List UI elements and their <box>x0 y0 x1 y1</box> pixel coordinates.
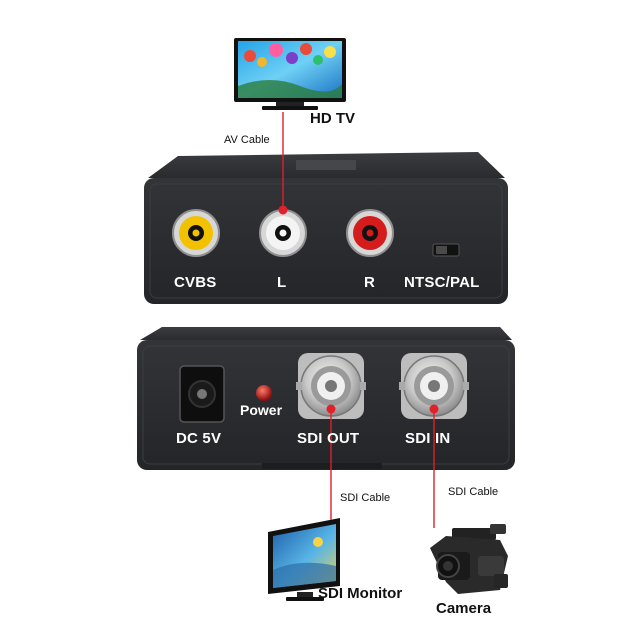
rca-jack-icon <box>346 209 394 257</box>
camera-label: Camera <box>436 600 492 617</box>
sdi-camera-cable-label: SDI Cable <box>448 486 499 498</box>
ntsc-pal-label: NTSC/PAL <box>404 274 480 291</box>
sdi-out-cable-line <box>326 404 336 520</box>
bnc-connector-icon <box>296 353 366 419</box>
dc-jack-icon <box>179 365 225 423</box>
tv-icon <box>234 38 346 110</box>
av-cable-label: AV Cable <box>224 134 270 146</box>
left-channel-label: L <box>277 274 287 291</box>
rca-jack-icon <box>259 209 307 257</box>
power-led-icon <box>256 385 272 401</box>
sdi-out-label: SDI OUT <box>297 430 360 447</box>
slide-switch-icon[interactable] <box>432 243 460 257</box>
dc-5v-label: DC 5V <box>176 430 222 447</box>
camera-icon <box>430 524 508 594</box>
sdi-monitor-label: SDI Monitor <box>318 585 403 602</box>
rca-jack-icon <box>172 209 220 257</box>
power-label: Power <box>240 402 283 418</box>
monitor-icon <box>268 518 340 601</box>
av-cable-line <box>278 112 288 215</box>
right-channel-label: R <box>364 274 376 291</box>
hd-tv-label: HD TV <box>310 110 355 127</box>
sdi-in-label: SDI IN <box>405 430 451 447</box>
bnc-connector-icon <box>399 353 469 419</box>
cvbs-label: CVBS <box>174 274 217 291</box>
sdi-in-cable-line <box>429 404 439 528</box>
av-converter-box <box>144 152 508 304</box>
sdi-monitor-cable-label: SDI Cable <box>340 492 391 504</box>
